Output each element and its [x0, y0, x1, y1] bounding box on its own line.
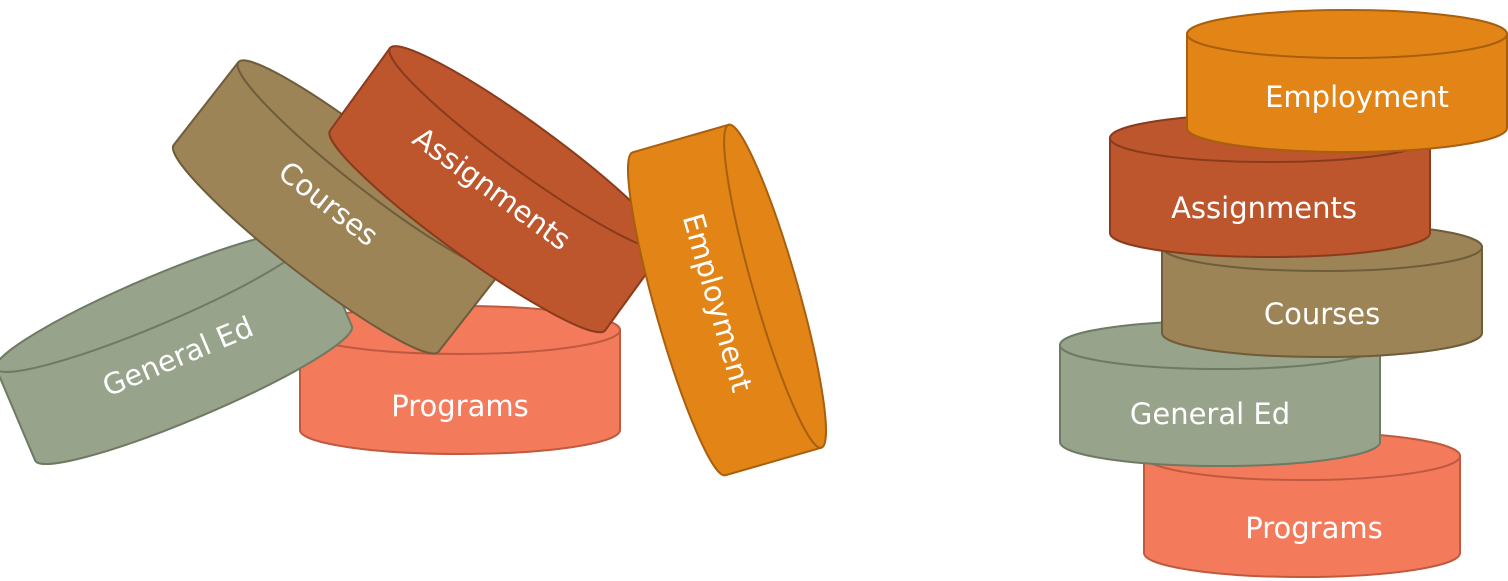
disk-body	[299, 329, 621, 455]
disk-employment-stacked: Employment	[1186, 9, 1508, 153]
disk-assignments-tumbled: Assignments	[328, 45, 667, 334]
disk-employment-tumbled: Employment	[627, 123, 827, 477]
tumbled-stack: Programs General Ed Courses Assignments …	[0, 45, 827, 477]
disk-label: Employment	[1265, 80, 1449, 114]
disk-top	[723, 123, 827, 449]
disk-body	[1186, 33, 1508, 153]
disk-body	[627, 123, 823, 477]
disk-body	[1143, 455, 1461, 578]
disk-body	[328, 46, 667, 334]
disk-top	[1186, 9, 1508, 59]
disk-label: Courses	[1264, 297, 1380, 331]
disk-label: Programs	[1245, 511, 1382, 545]
ordered-stack: Programs General Ed Courses Assignments …	[1059, 9, 1508, 578]
disk-body	[171, 60, 505, 355]
disk-body	[0, 232, 354, 465]
disk-label: General Ed	[1130, 397, 1290, 431]
disk-body	[1109, 137, 1431, 258]
disk-body	[1059, 344, 1381, 467]
disk-label: Programs	[391, 389, 528, 423]
disk-label: Assignments	[1171, 191, 1357, 225]
disk-body	[1161, 246, 1483, 358]
disk-general-ed-tumbled: General Ed	[0, 229, 354, 465]
